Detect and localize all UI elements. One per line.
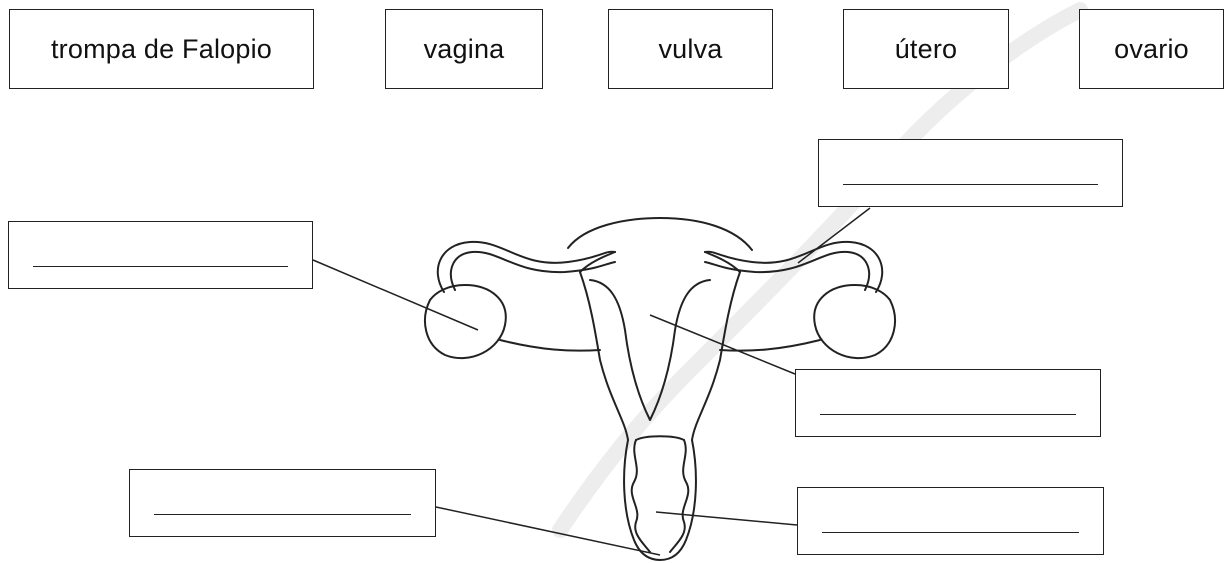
answer-box-bottom-right[interactable] [797, 487, 1104, 555]
answer-line [154, 514, 411, 515]
answer-line [33, 266, 288, 267]
leader-line-middle-right [650, 315, 795, 374]
answer-box-left[interactable] [8, 221, 313, 289]
word-trompa-de-falopio[interactable]: trompa de Falopio [9, 9, 314, 89]
word-vulva[interactable]: vulva [608, 9, 773, 89]
answer-line [822, 532, 1079, 533]
word-vagina[interactable]: vagina [385, 9, 543, 89]
answer-box-middle-right[interactable] [795, 369, 1101, 437]
answer-box-bottom-left[interactable] [129, 469, 436, 537]
answer-box-top-right[interactable] [818, 139, 1123, 207]
answer-line [843, 184, 1098, 185]
word-utero[interactable]: útero [843, 9, 1009, 89]
word-ovario[interactable]: ovario [1079, 9, 1224, 89]
answer-line [820, 414, 1076, 415]
leader-line-bottom-right [656, 512, 797, 525]
leader-line-left [313, 260, 478, 330]
